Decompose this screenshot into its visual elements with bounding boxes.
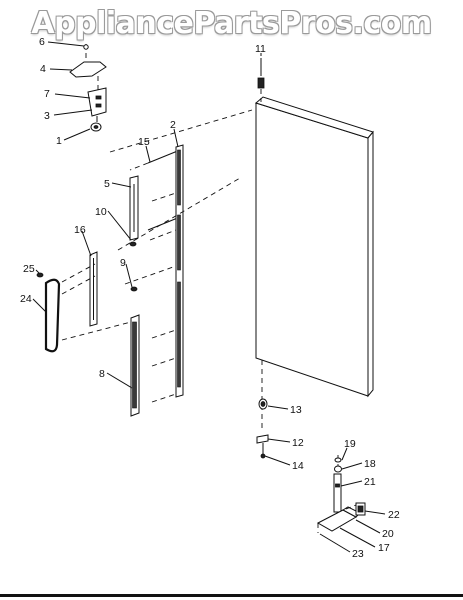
- callout-12: 12: [292, 437, 304, 449]
- callout-11: 11: [255, 43, 266, 55]
- callout-15: 15: [138, 136, 150, 148]
- callout-25: 25: [23, 263, 35, 275]
- top-hinge-assembly: [69, 44, 107, 132]
- callout-20: 20: [382, 528, 394, 540]
- callout-7: 7: [44, 88, 50, 100]
- callout-23: 23: [352, 548, 364, 560]
- callout-17: 17: [378, 542, 390, 554]
- callout-10: 10: [95, 206, 107, 218]
- mid-trim: [89, 251, 98, 327]
- callout-24: 24: [20, 293, 32, 305]
- callout-22: 22: [388, 509, 400, 521]
- watermark-logo: AppliancePartsPros.com: [31, 6, 432, 41]
- callout-19: 19: [344, 438, 356, 450]
- door-panel: [254, 96, 374, 398]
- bottom-rule: [0, 594, 463, 597]
- lower-trim: [130, 314, 140, 417]
- callout-2: 2: [170, 119, 176, 131]
- callout-5: 5: [104, 178, 110, 190]
- upper-handle-trim: [129, 149, 181, 241]
- screws: [129, 241, 138, 292]
- callout-labels: 1 2 3 4 5 6 7 8 9 10 11 12 13 14 15 16 1…: [20, 36, 400, 560]
- callout-6: 6: [39, 36, 45, 48]
- top-hinge-pin: [257, 58, 265, 102]
- alignment-lines: [61, 109, 263, 430]
- callout-9: 9: [120, 257, 126, 269]
- bottom-hinge-parts: [256, 398, 269, 459]
- callout-13: 13: [290, 404, 302, 416]
- bottom-hinge-bracket: [316, 455, 366, 533]
- callout-8: 8: [99, 368, 105, 380]
- callout-14: 14: [292, 460, 304, 472]
- callout-1: 1: [56, 135, 62, 147]
- callout-21: 21: [364, 476, 376, 488]
- callout-4: 4: [40, 63, 46, 75]
- leader-lines: [32, 41, 386, 553]
- callout-16: 16: [74, 224, 86, 236]
- callout-18: 18: [364, 458, 376, 470]
- door-handle: [36, 272, 61, 353]
- long-trim-strip: [175, 144, 184, 398]
- callout-3: 3: [44, 110, 50, 122]
